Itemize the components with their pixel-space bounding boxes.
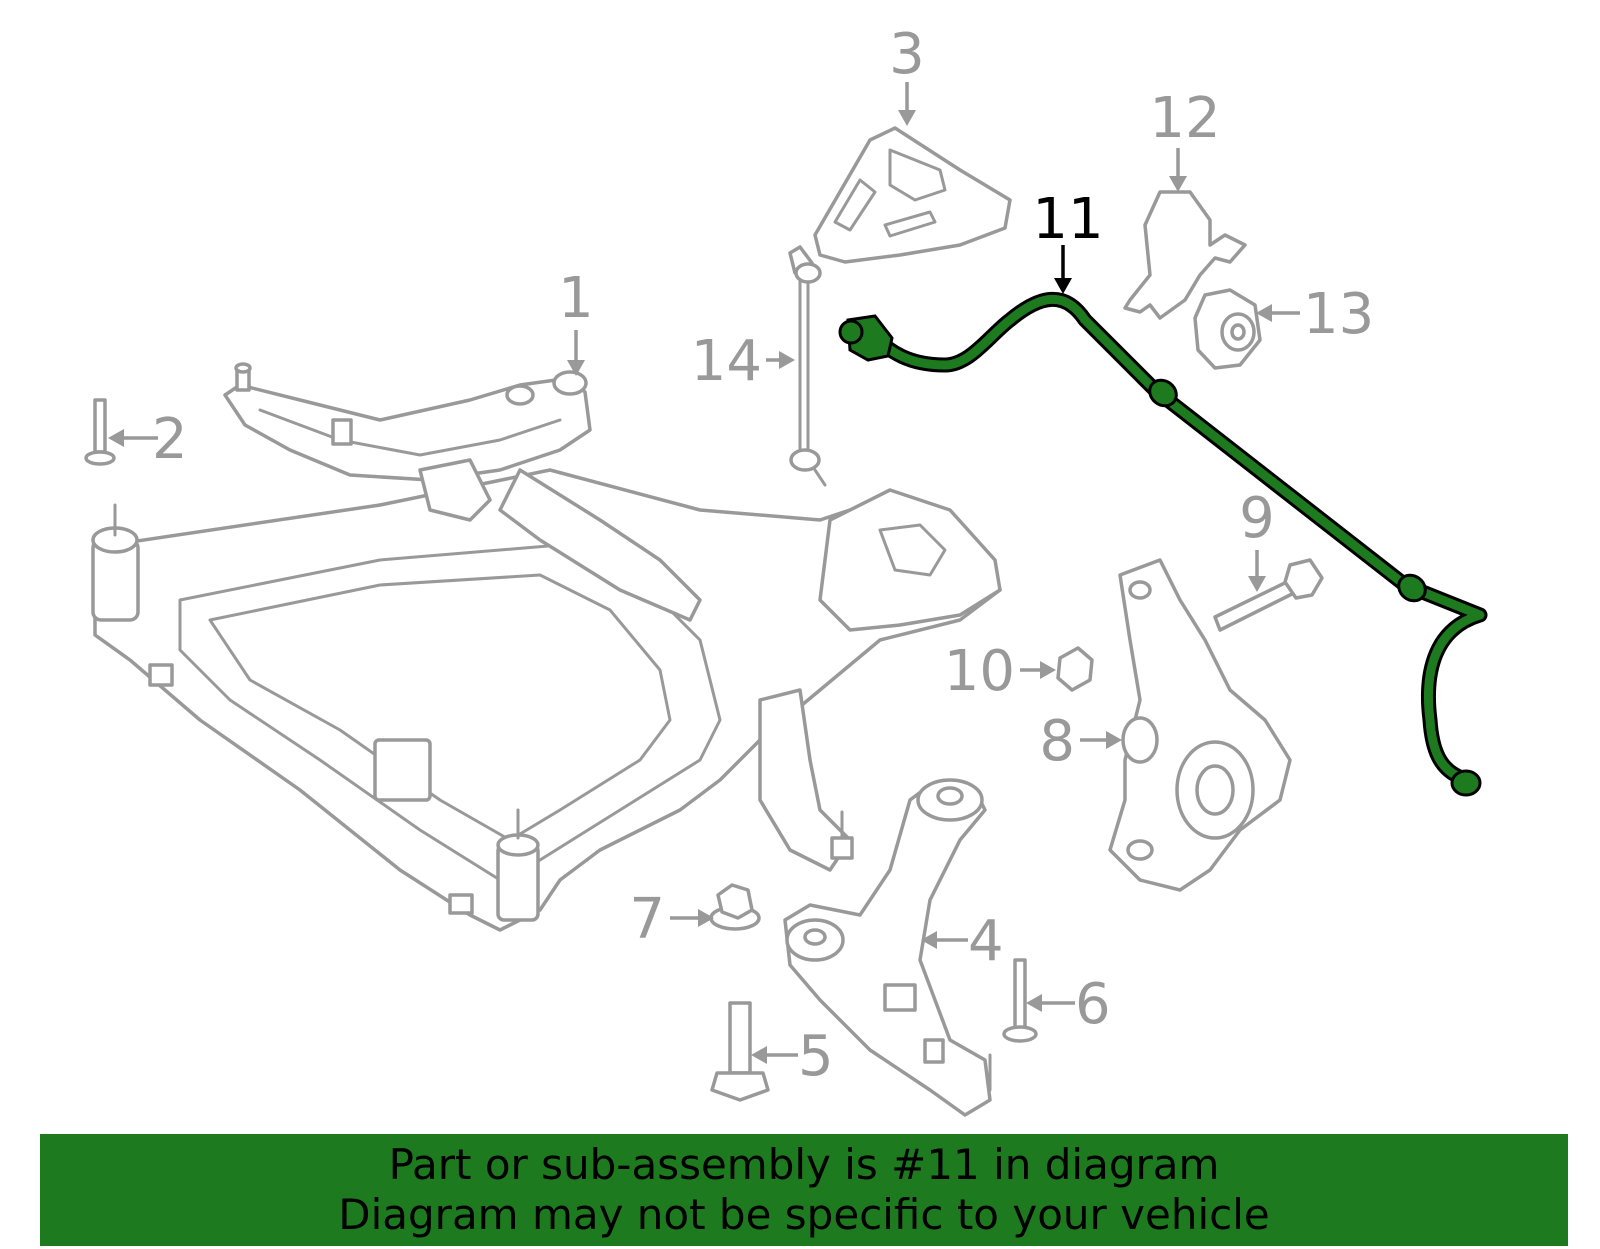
- part-control-arm-4: [783, 778, 992, 1117]
- banner-line-part: Part or sub-assembly is #11 in diagram: [388, 1140, 1220, 1189]
- callout-2: 2: [152, 407, 188, 472]
- part-bolt-9: [1213, 558, 1324, 632]
- callout-11: 11: [1032, 187, 1103, 252]
- callout-12: 12: [1149, 86, 1220, 151]
- part-nut-7: [709, 883, 761, 931]
- callout-5: 5: [798, 1024, 834, 1089]
- part-crossmember: [91, 362, 1002, 932]
- callout-1: 1: [558, 266, 594, 331]
- part-bolt-6: [1002, 958, 1038, 1043]
- callout-arrows: [108, 82, 1300, 1064]
- callout-13: 13: [1303, 282, 1374, 347]
- callout-8: 8: [1039, 709, 1075, 774]
- part-bushing-13: [1193, 288, 1262, 370]
- part-knuckle-8: [1108, 558, 1292, 892]
- callout-labels: 1 2 3 4 5 6 7 8 9 10 11 12 13 14: [152, 22, 1374, 1089]
- part-stabilizer-bar-11: [838, 291, 1488, 797]
- part-shield-3: [813, 126, 1012, 264]
- callout-7: 7: [629, 887, 665, 952]
- callout-10: 10: [944, 639, 1015, 704]
- info-banner: Part or sub-assembly is #11 in diagram D…: [40, 1134, 1568, 1246]
- callout-3: 3: [889, 22, 925, 87]
- banner-line-disclaimer: Diagram may not be specific to your vehi…: [338, 1190, 1270, 1239]
- part-bracket-12: [1123, 190, 1247, 320]
- callout-6: 6: [1075, 972, 1111, 1037]
- part-bolt-5: [710, 1001, 770, 1102]
- part-nut-10: [1056, 646, 1094, 692]
- callout-14: 14: [691, 329, 762, 394]
- callout-9: 9: [1239, 486, 1275, 551]
- part-link-14: [788, 245, 827, 487]
- part-bolt-2: [84, 398, 116, 466]
- callout-4: 4: [968, 909, 1004, 974]
